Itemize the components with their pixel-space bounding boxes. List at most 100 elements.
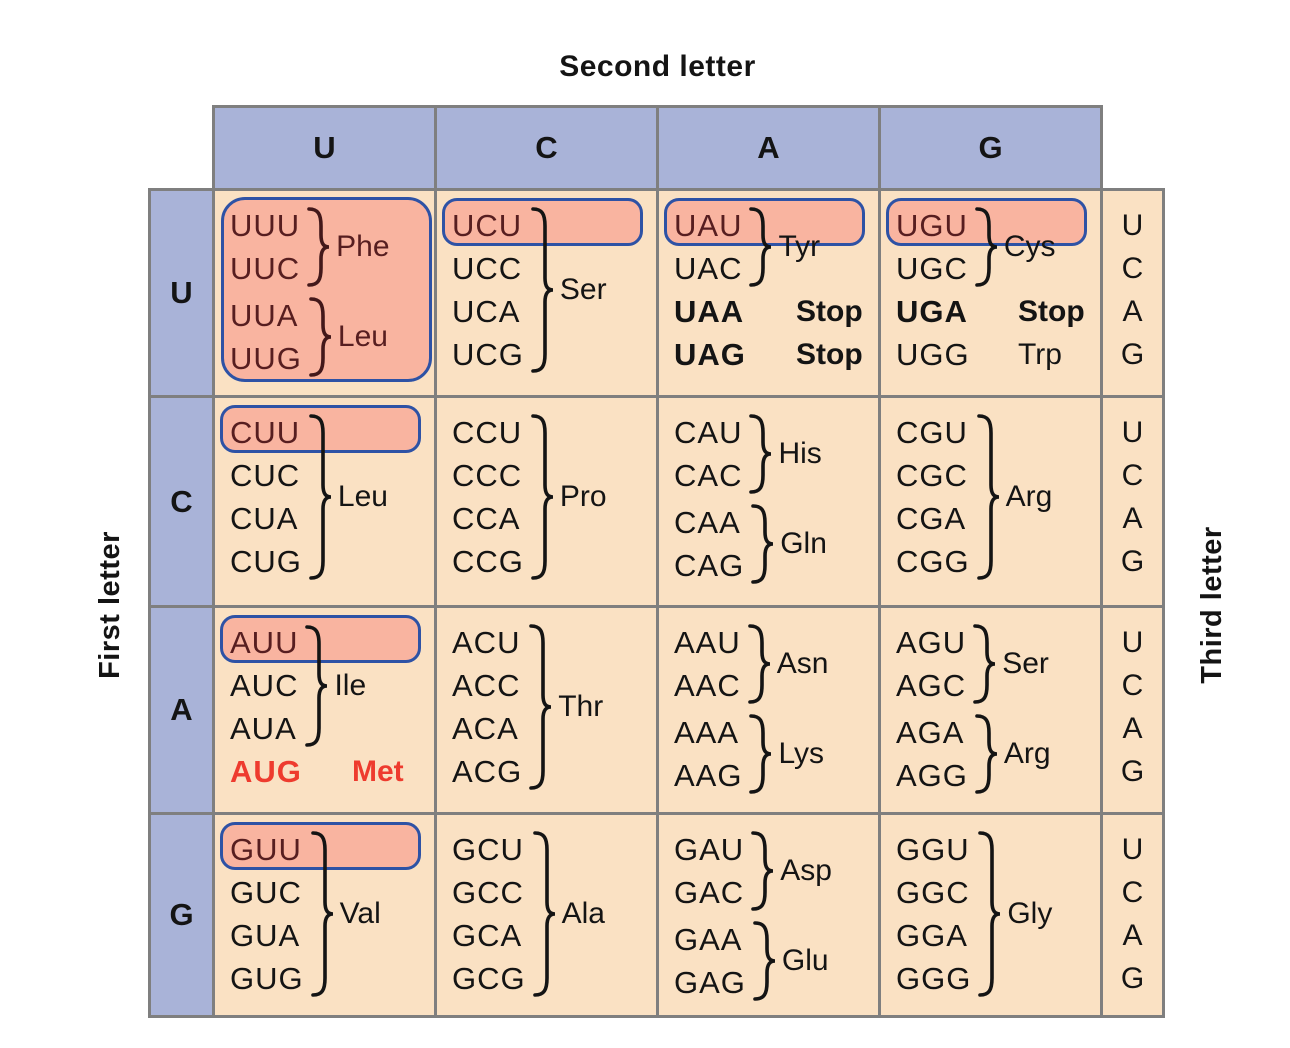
first-letter-label: First letter (93, 531, 126, 679)
stop-codon-row: UAG Stop (674, 333, 878, 376)
amino-label: Leu (337, 320, 388, 353)
codon: UCG (452, 337, 524, 372)
amino-label: Stop (796, 338, 863, 371)
codon-group: UUA UUG Leu (230, 294, 434, 380)
codon: GAA (674, 922, 743, 957)
amino-label: Tyr (778, 230, 821, 263)
cell-cg: CGU CGC CGA CGG Arg (881, 398, 1100, 605)
codon-group: CCU CCC CCA CCG Pro (452, 411, 656, 583)
codon: AAU (674, 625, 741, 660)
amino-label: Ser (1002, 647, 1049, 680)
third-letter: G (1120, 338, 1145, 371)
codon-group: CUU CUC CUA CUG Leu (230, 411, 434, 583)
cell-ca: CAU CAC His CAA CAG Gln (659, 398, 878, 605)
third-letter-label: Third letter (1195, 526, 1228, 684)
codon: UAU (674, 208, 743, 243)
row-header-a: A (151, 608, 212, 812)
brace (975, 414, 1001, 580)
codon: ACG (452, 754, 523, 789)
brace (973, 714, 999, 794)
amino-label: Arg (1005, 480, 1053, 513)
codon: ACA (452, 711, 519, 746)
codon: UGU (896, 208, 968, 243)
codon-group: GAA GAG Glu (674, 918, 878, 1004)
codon: CUU (230, 415, 301, 450)
amino-label: Phe (336, 230, 390, 263)
codon: GGA (896, 918, 968, 953)
third-letter: A (1122, 295, 1143, 328)
third-letter: U (1121, 833, 1144, 866)
codon: GUC (230, 875, 302, 910)
codon-group: CAU CAC His (674, 411, 878, 497)
brace (749, 831, 775, 911)
third-letter: U (1121, 209, 1144, 242)
codon: CAG (674, 548, 745, 583)
stop-codon-row: UGA Stop (896, 290, 1100, 333)
cell-ua: UAU UAC Tyr UAA Stop UAG Stop (659, 191, 878, 395)
cell-gu: GUU GUC GUA GUG Val (215, 815, 434, 1015)
codon: AUU (230, 625, 299, 660)
third-letter: G (1120, 755, 1145, 788)
second-letter-header-row: U C A G (212, 105, 1103, 188)
amino-label: Gly (1007, 897, 1053, 930)
amino-label: His (778, 437, 822, 470)
amino-label: Lys (778, 737, 825, 770)
cell-cc: CCU CCC CCA CCG Pro (437, 398, 656, 605)
codon: UUA (230, 298, 299, 333)
codon: CGU (896, 415, 968, 450)
highlight-box-guu (220, 822, 421, 870)
codon-group: AGA AGG Arg (896, 711, 1100, 797)
codon: UGC (896, 251, 968, 286)
amino-label: Pro (559, 480, 607, 513)
second-letter-title: Second letter (559, 50, 756, 83)
codon: AGU (896, 625, 967, 660)
codon: CAU (674, 415, 743, 450)
amino-label: Stop (1018, 295, 1085, 328)
codon-group: GUU GUC GUA GUG Val (230, 828, 434, 1000)
cell-ug: UGU UGC Cys UGA Stop UGG Trp (881, 191, 1100, 395)
third-letter: C (1121, 459, 1144, 492)
cell-gg: GGU GGC GGA GGG Gly (881, 815, 1100, 1015)
codon: AGA (896, 715, 965, 750)
codon-group: AAA AAG Lys (674, 711, 878, 797)
codon: GCA (452, 918, 523, 953)
codon: GUU (230, 832, 302, 867)
cell-au: AUU AUC AUA Ile AUG Met (215, 608, 434, 812)
codon: AUA (230, 711, 297, 746)
highlight-box-ucu (442, 198, 643, 246)
codon-group: GGU GGC GGA GGG Gly (896, 828, 1100, 1000)
codon-group: UAU UAC Tyr (674, 204, 878, 290)
codon: GUG (230, 961, 304, 996)
codon: GCC (452, 875, 524, 910)
column-header-u: U (215, 108, 434, 188)
column-header-g: G (881, 108, 1100, 188)
amino-label: Met (352, 755, 404, 788)
third-letter: G (1120, 545, 1145, 578)
brace (971, 624, 997, 704)
third-letter: C (1121, 252, 1144, 285)
brace (973, 207, 999, 287)
amino-label: Asn (776, 647, 829, 680)
brace (531, 831, 557, 997)
codon: UAA (674, 294, 745, 329)
codon: GAU (674, 832, 745, 867)
codon: UCC (452, 251, 523, 286)
brace (527, 624, 553, 790)
brace (747, 714, 773, 794)
codon: GCG (452, 961, 526, 996)
brace (307, 297, 333, 377)
codon-group: GCU GCC GCA GCG Ala (452, 828, 656, 1000)
codon: UUC (230, 251, 301, 286)
codon-group: AAU AAC Asn (674, 621, 878, 707)
brace (751, 921, 777, 1001)
row-header-g: G (151, 815, 212, 1015)
codon: ACU (452, 625, 521, 660)
codon: CGG (896, 544, 970, 579)
third-letter: C (1121, 669, 1144, 702)
codon: GGC (896, 875, 970, 910)
codon: UAC (674, 251, 743, 286)
amino-label: Leu (337, 480, 388, 513)
third-letter: C (1121, 876, 1144, 909)
codon-group: CAA CAG Gln (674, 501, 878, 587)
